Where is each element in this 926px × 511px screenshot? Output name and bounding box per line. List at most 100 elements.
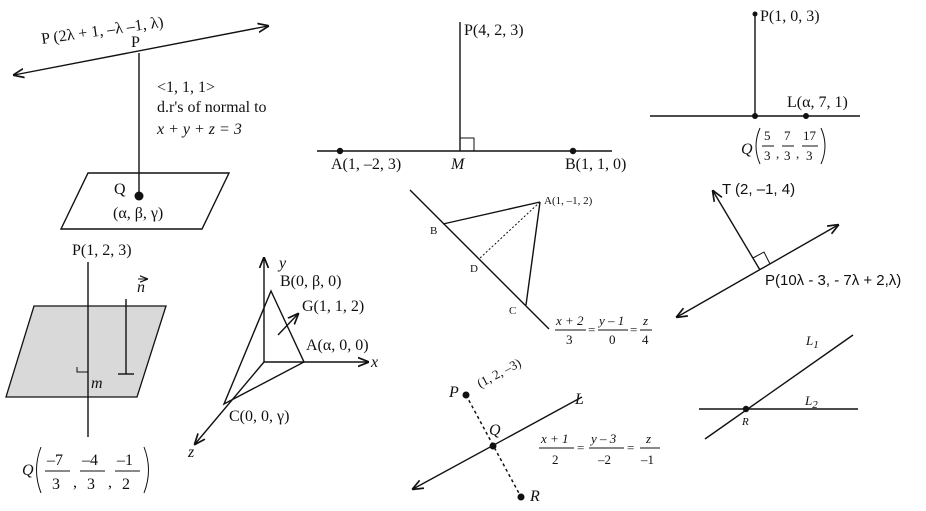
- fig4-q-num2: –4: [81, 452, 98, 469]
- fig6-eq-den1: 3: [566, 332, 573, 347]
- fig3-l-label: L(α, 7, 1): [787, 94, 848, 111]
- fig2-p-label: P(4, 2, 3): [464, 22, 524, 39]
- figure-perpendicular-from-t: T (2, –1, 4) P(10λ - 3, - 7λ + 2,λ): [677, 181, 901, 317]
- fig9-l1-label: L1: [805, 333, 819, 351]
- right-angle-mark: [460, 137, 475, 151]
- fig9-r-label: R: [741, 416, 749, 428]
- fig6-c-label: C: [509, 305, 516, 317]
- fig8-eq-num1: x + 1: [540, 431, 569, 446]
- fig3-q-num3: 17: [803, 128, 817, 143]
- side-ac: [525, 201, 541, 306]
- fig6-eq-den3: 4: [642, 332, 649, 347]
- fig5-x-axis-label: x: [370, 354, 378, 371]
- point-b-dot: [569, 147, 577, 155]
- figure-triangle-on-line: A(1, –1, 2) B D C x + 2 3 = y – 1 0 = z …: [409, 189, 652, 347]
- fig8-r-letter: R: [529, 488, 540, 505]
- svg-text:,: ,: [796, 146, 799, 161]
- fig5-c-label: C(0, 0, γ): [229, 408, 289, 425]
- side-ab: [442, 201, 541, 225]
- triangle-abc: [222, 289, 305, 406]
- fig7-p-label: P(10λ - 3, - 7λ + 2,λ): [765, 272, 901, 289]
- fig6-d-label: D: [470, 263, 478, 275]
- fig4-p-label: P(1, 2, 3): [72, 242, 132, 259]
- svg-text:,: ,: [73, 474, 77, 491]
- fig5-b-label: B(0, β, 0): [280, 273, 341, 290]
- svg-text:=: =: [588, 322, 595, 337]
- line-l1: [704, 334, 854, 440]
- fig3-q-den1: 3: [764, 148, 771, 163]
- point-l-dot: [803, 113, 809, 119]
- left-paren: [36, 446, 42, 494]
- fig1-p-param-label: P (2λ + 1, –λ –1, λ): [40, 14, 164, 48]
- plane-parallelogram: [59, 172, 231, 230]
- fig2-b-label: B(1, 1, 0): [565, 156, 626, 173]
- svg-text:,: ,: [776, 146, 779, 161]
- fig4-q-den3: 2: [122, 476, 130, 493]
- centroid-arrow: [277, 314, 298, 336]
- fig8-eq-den3: –1: [640, 452, 654, 467]
- point-r-dot: [517, 493, 525, 501]
- fig5-g-label: G(1, 1, 2): [302, 298, 364, 315]
- fig8-eq-den1: 2: [552, 452, 559, 467]
- fig6-b-label: B: [430, 225, 437, 237]
- right-paren: [820, 127, 826, 165]
- fig4-m-label: m: [91, 375, 103, 392]
- fig3-p-label: P(1, 0, 3): [760, 8, 820, 25]
- fig1-p-point-label: P: [131, 34, 140, 51]
- fig6-a-label: A(1, –1, 2): [544, 195, 593, 207]
- fig7-t-label: T (2, –1, 4): [722, 181, 795, 198]
- fig2-m-label: M: [450, 156, 466, 173]
- line-through-p: [677, 225, 838, 317]
- fig4-q-den2: 3: [87, 476, 95, 493]
- line-l: [413, 396, 583, 489]
- point-a-dot: [336, 147, 344, 155]
- figure-foot-of-perpendicular-plane: P (2λ + 1, –λ –1, λ) P <1, 1, 1> d.r's o…: [14, 14, 268, 230]
- svg-text:=: =: [627, 440, 634, 455]
- fig4-q-den1: 3: [52, 476, 60, 493]
- fig8-p-coords: (1, 2, –3): [474, 355, 523, 391]
- figure-intersecting-lines: L1 L2 R: [699, 333, 858, 440]
- fig4-q-num3: –1: [116, 452, 133, 469]
- figure-perpendicular-to-segment-ab: P(4, 2, 3) A(1, –2, 3) M B(1, 1, 0): [317, 22, 626, 173]
- fig5-a-label: A(α, 0, 0): [306, 337, 369, 354]
- fig8-q-letter: Q: [489, 422, 501, 439]
- svg-text:=: =: [630, 322, 637, 337]
- fig8-eq-den2: –2: [597, 452, 611, 467]
- fig3-q-num2: 7: [784, 128, 791, 143]
- fig4-q-letter: Q: [22, 462, 34, 479]
- point-p-dot: [752, 11, 758, 17]
- figure-reflection-in-line: P (1, 2, –3) Q L R x + 1 2 = y – 3 –2 = …: [413, 355, 660, 505]
- figure-3d-axes-triangle: y x z B(0, β, 0) G(1, 1, 2) A(α, 0, 0) C…: [187, 255, 378, 461]
- svg-text:,: ,: [108, 474, 112, 491]
- fig1-dr-text: d.r's of normal to: [157, 99, 267, 116]
- fig3-q-den3: 3: [806, 148, 813, 163]
- shaded-plane: [5, 305, 167, 398]
- fig6-eq-den2: 0: [609, 332, 616, 347]
- perpendicular-to-t: [713, 191, 761, 271]
- fig8-eq-num2: y – 3: [589, 431, 617, 446]
- point-q-dot: [134, 191, 144, 201]
- fig6-eq-num3: z: [642, 313, 648, 328]
- point-q-dot: [752, 113, 758, 119]
- fig8-l-letter: L: [574, 391, 584, 408]
- point-r-dot: [742, 405, 750, 413]
- figure-image-in-plane: P(1, 2, 3) n m Q –7 3 , –4 3 , –1 2: [5, 242, 167, 494]
- fig1-q-point-label: Q: [114, 181, 126, 198]
- fig6-eq-num2: y – 1: [597, 313, 624, 328]
- fig5-z-axis-label: z: [187, 444, 195, 461]
- fig3-q-den2: 3: [784, 148, 791, 163]
- fig5-y-axis-label: y: [277, 255, 287, 272]
- fig1-dr-vector: <1, 1, 1>: [157, 79, 215, 96]
- segment-pqr-dotted: [465, 394, 522, 498]
- point-p-dot: [462, 391, 470, 399]
- point-q-dot: [489, 442, 497, 450]
- perpendicular-ad-dotted: [478, 201, 541, 260]
- right-angle-mark: [752, 251, 771, 265]
- fig2-a-label: A(1, –2, 3): [331, 156, 401, 173]
- svg-text:=: =: [577, 440, 584, 455]
- fig8-eq-num3: z: [645, 431, 651, 446]
- fig6-eq-num1: x + 2: [555, 313, 584, 328]
- fig4-n-label: n: [137, 279, 145, 296]
- fig4-q-num1: –7: [46, 452, 63, 469]
